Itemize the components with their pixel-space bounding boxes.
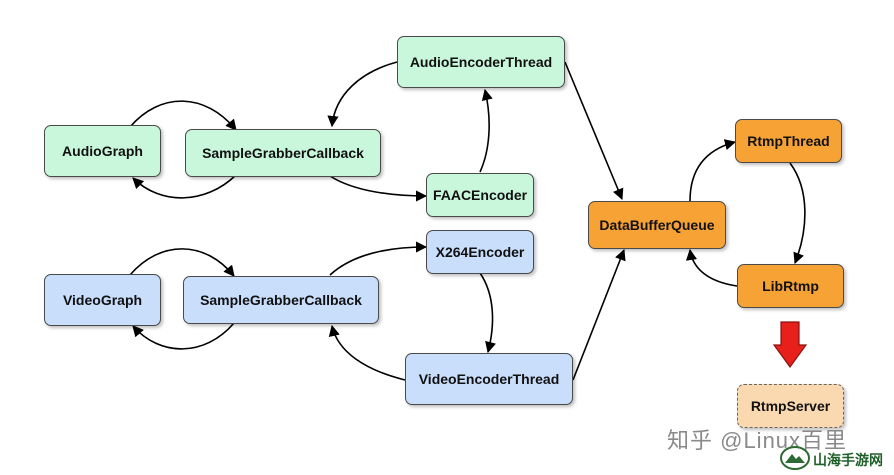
arrow-callback-to-audiograph	[132, 174, 237, 199]
node-video-graph: VideoGraph	[44, 274, 161, 326]
node-rtmp-server: RtmpServer	[737, 384, 844, 428]
node-audio-sample-grabber-callback: SampleGrabberCallback	[185, 129, 381, 177]
arrow-videoencoderthread-to-callback	[328, 324, 406, 381]
arrow-databufferqueue-to-rtmpthread	[689, 139, 737, 202]
node-x264-encoder: X264Encoder	[426, 230, 534, 274]
arrow-callback-to-faacencoder	[329, 175, 428, 202]
node-faac-encoder: FAACEncoder	[426, 173, 534, 217]
down-arrow-icon	[772, 321, 808, 369]
arrow-audiograph-to-callback	[129, 100, 237, 131]
arrow-audioencoderthread-to-callback	[327, 61, 398, 128]
node-librtmp: LibRtmp	[737, 264, 844, 308]
arrow-videoencoderthread-to-databufferqueue	[572, 248, 626, 381]
arrow-videograph-to-callback	[129, 248, 235, 277]
logo-text: 山海手游网	[813, 452, 883, 468]
arrow-rtmpthread-to-librtmp	[789, 162, 806, 265]
arrow-librtmp-to-databufferqueue	[685, 248, 738, 287]
node-rtmp-thread: RtmpThread	[735, 119, 842, 163]
arrow-audioencoderthread-to-databufferqueue	[564, 61, 624, 201]
arrow-callback-to-x264encoder	[329, 241, 428, 276]
watermark-text: 知乎 @Linux百里	[667, 428, 848, 453]
node-data-buffer-queue: DataBufferQueue	[588, 201, 726, 249]
arrow-faacencoder-to-audioencoderthread	[479, 88, 493, 173]
node-audio-graph: AudioGraph	[44, 125, 161, 177]
node-video-sample-grabber-callback: SampleGrabberCallback	[183, 276, 379, 324]
arrow-callback-to-videograph	[132, 322, 235, 350]
node-video-encoder-thread: VideoEncoderThread	[405, 353, 573, 405]
arrow-x264encoder-to-videoencoderthread	[479, 272, 496, 354]
node-audio-encoder-thread: AudioEncoderThread	[397, 36, 565, 88]
mountain-logo-icon	[780, 446, 810, 470]
